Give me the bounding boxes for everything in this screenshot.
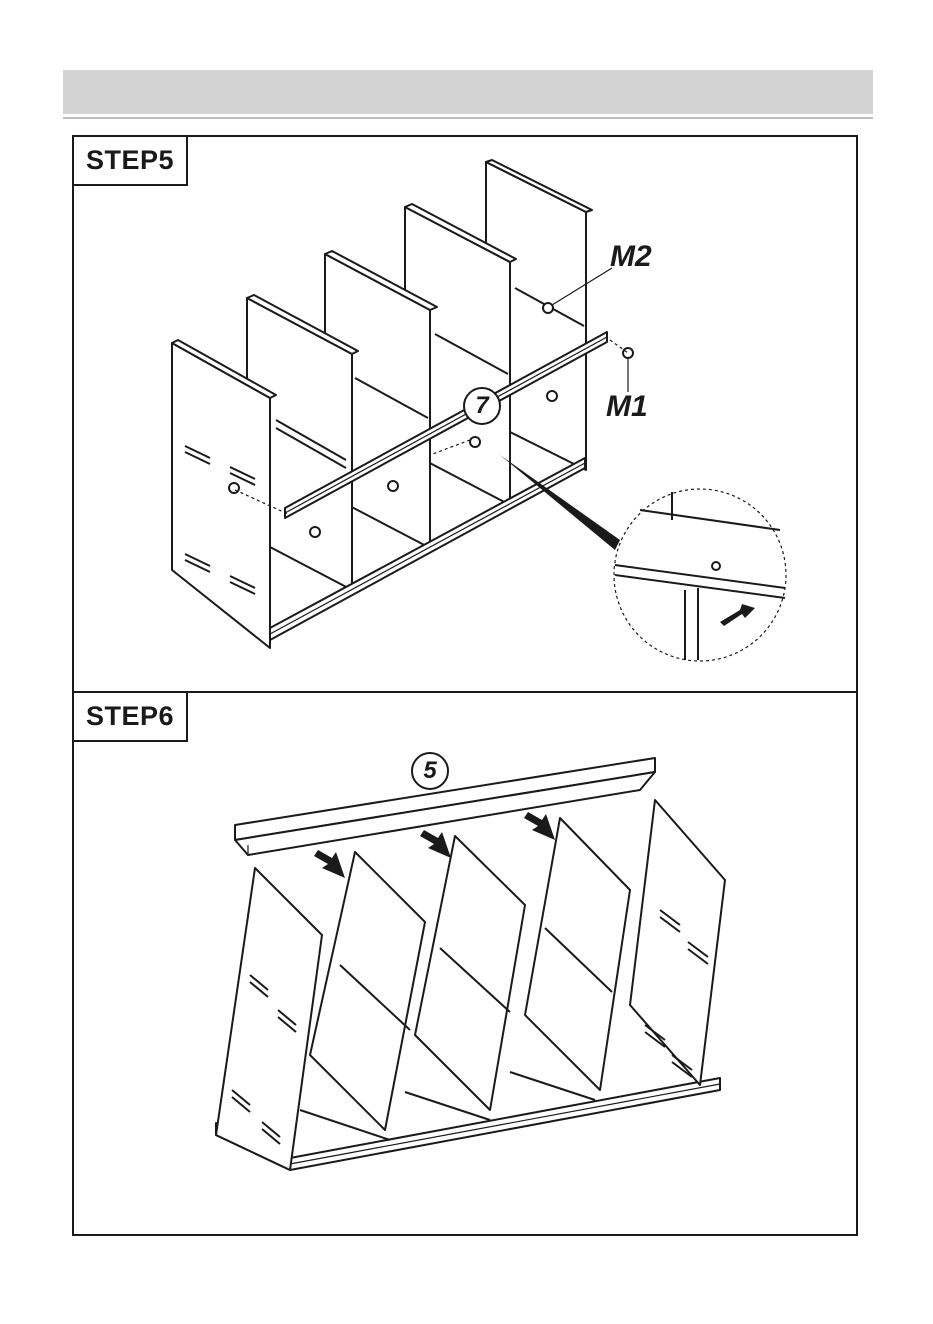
- part-number-5: 5: [411, 752, 449, 790]
- step6-label: STEP6: [72, 691, 188, 742]
